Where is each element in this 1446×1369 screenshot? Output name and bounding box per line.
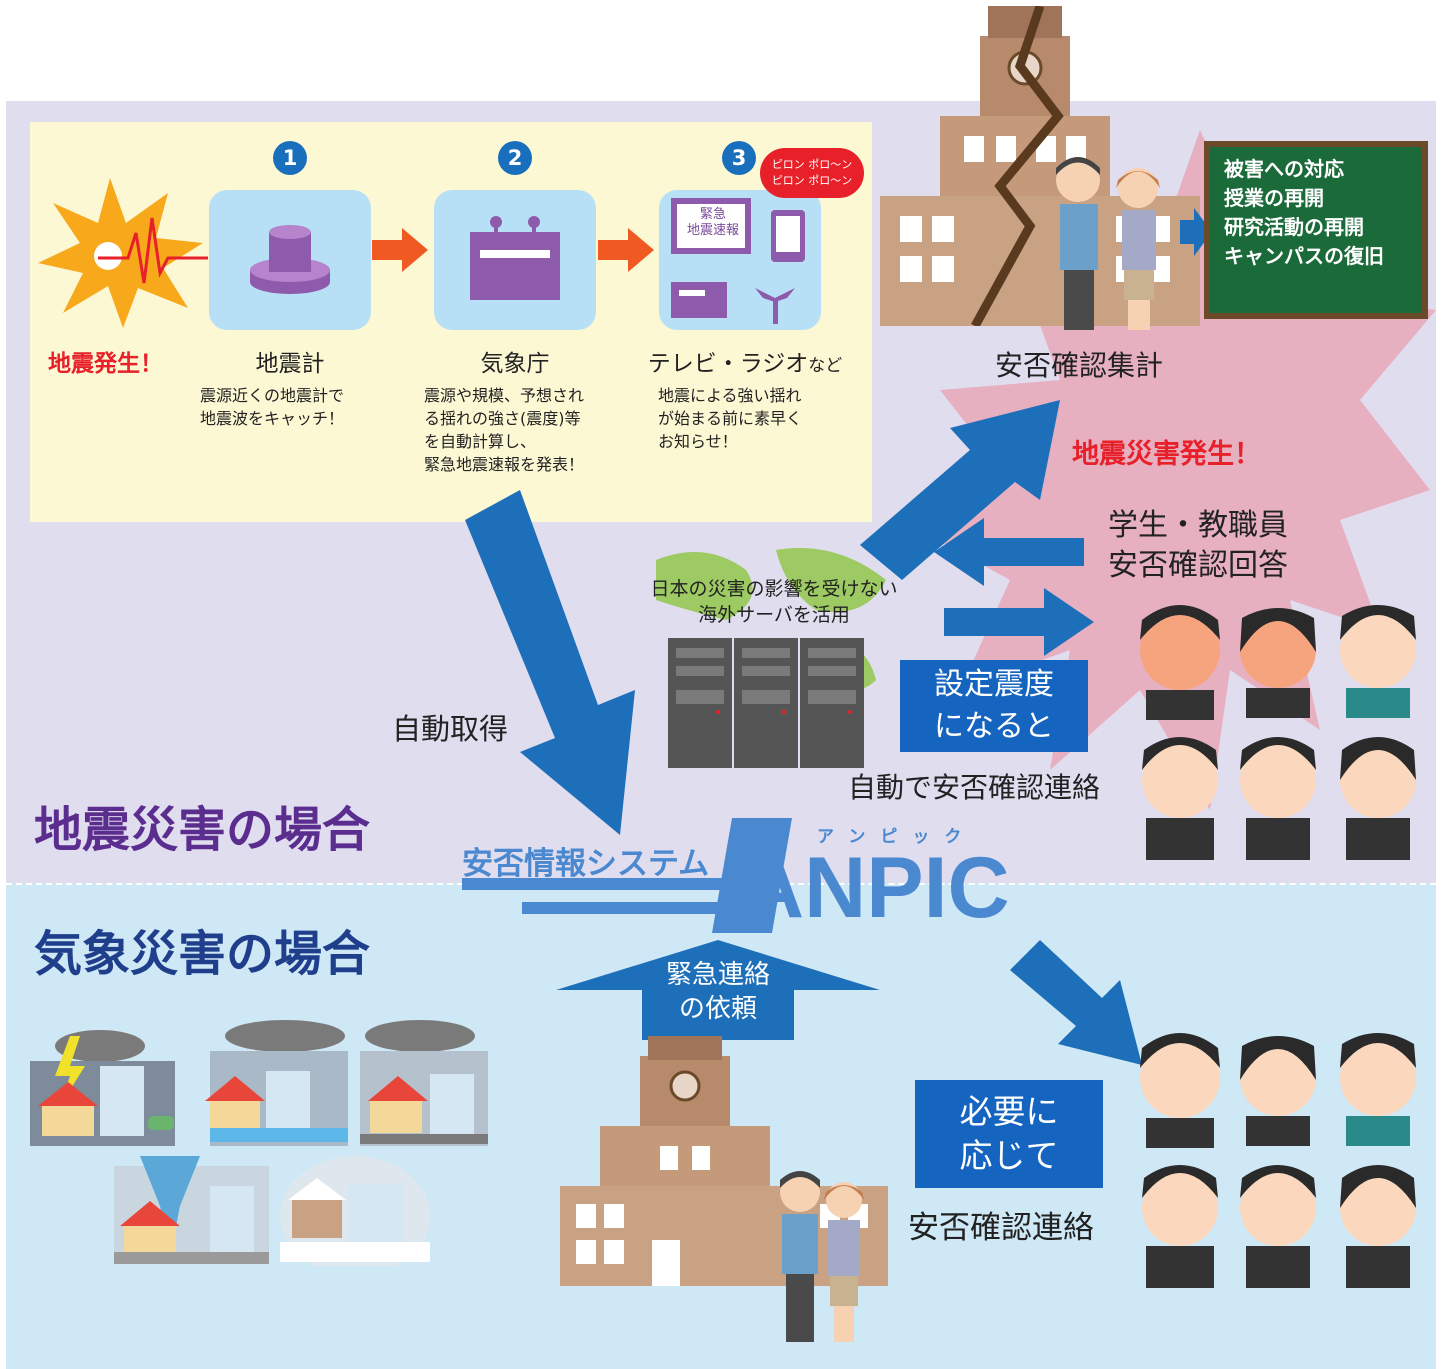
board-item: 被害への対応	[1224, 157, 1344, 181]
weather-disaster-icons	[30, 1020, 488, 1266]
desc-line: お知らせ！	[658, 432, 738, 451]
overseas-line: 日本の災害の影響を受けない	[650, 578, 898, 600]
as-needed-line: 必要に	[959, 1092, 1059, 1131]
rain-scene-icon	[205, 1020, 348, 1146]
disaster-occurred-label: 地震災害発生！	[1072, 439, 1261, 470]
step-1-number: 1	[273, 141, 307, 175]
step-2-number: 2	[498, 141, 532, 175]
arrow-right-icon	[1180, 208, 1212, 256]
contact-arrow-icon	[1010, 940, 1142, 1065]
reply-line: 学生・教職員	[1108, 508, 1288, 543]
logo-kana: アンピック	[817, 827, 977, 847]
seismometer-box	[209, 190, 371, 330]
auto-get-label: 自動取得	[392, 712, 509, 746]
desc-line: 地震波をキャッチ！	[200, 409, 345, 428]
tornado-scene-icon	[114, 1156, 269, 1264]
step-3-title: テレビ・ラジオなど	[640, 344, 850, 378]
overseas-label: 日本の災害の影響を受けない 海外サーバを活用	[620, 576, 928, 628]
request-line: の依頼	[678, 994, 757, 1024]
tv-screen-text: 緊急 地震速報	[683, 207, 743, 239]
board-item: キャンパスの復旧	[1224, 244, 1384, 268]
aggregate-label: 安否確認集計	[995, 349, 1164, 382]
setting-line: 設定震度	[934, 667, 1054, 702]
auto-get-arrow-icon	[465, 490, 635, 835]
step-3-number: 3	[722, 141, 756, 175]
desc-line: 震源や規模、予想され	[424, 386, 585, 405]
step-3-title-main: テレビ・ラジオ	[647, 351, 809, 377]
recovery-board: 被害への対応 授業の再開 研究活動の再開 キャンパスの復旧	[1204, 141, 1428, 319]
reply-label: 学生・教職員 安否確認回答	[1108, 506, 1288, 586]
desc-line: を自動計算し、	[424, 432, 537, 451]
students-group-bottom	[1128, 1018, 1428, 1288]
speech-line: ピロン ポロ〜ン	[771, 158, 853, 171]
seismometer-icon	[250, 225, 330, 294]
desc-line: が始まる前に素早く	[658, 409, 803, 428]
staff-couple-icon	[780, 1171, 864, 1342]
board-item: 研究活動の再開	[1224, 215, 1364, 239]
desc-line: る揺れの強さ(震度)等	[424, 409, 581, 428]
media-icons	[671, 198, 805, 324]
as-needed-label: 必要に 応じて	[915, 1080, 1103, 1188]
request-arrow-icon	[556, 940, 880, 1040]
step-2-title: 気象庁	[480, 351, 550, 377]
logo-name: ANPIC	[742, 840, 1010, 936]
tv-screen-line: 地震速報	[686, 223, 739, 238]
as-needed-line: 応じて	[959, 1136, 1059, 1175]
aggregate-arrow-icon	[860, 400, 1060, 580]
thunder-scene-icon	[30, 1030, 175, 1146]
step-3-title-suffix: など	[808, 356, 843, 376]
arrow-left-icon	[934, 518, 1084, 586]
anpic-logo-stripes	[462, 818, 792, 933]
contact-label: 安否確認連絡	[908, 1210, 1094, 1246]
arrow-right-icon	[598, 228, 654, 272]
antenna-icon	[755, 288, 795, 302]
school-building-icon	[560, 1036, 888, 1286]
arrow-right-icon	[944, 588, 1094, 656]
media-box	[659, 190, 821, 330]
setting-intensity-label: 設定震度 になると	[900, 660, 1088, 752]
step-1-desc: 震源近くの地震計で 地震波をキャッチ！	[200, 384, 344, 430]
students-group-top	[1128, 590, 1428, 860]
jma-box	[434, 190, 596, 330]
radio-icon	[671, 282, 727, 318]
desc-line: 地震による強い揺れ	[658, 386, 802, 405]
reply-line: 安否確認回答	[1108, 548, 1288, 583]
weather-case-title: 気象災害の場合	[34, 926, 371, 982]
desc-line: 震源近くの地震計で	[200, 386, 345, 405]
step-1-title: 地震計	[255, 351, 325, 377]
auto-contact-label: 自動で安否確認連絡	[848, 771, 1101, 804]
speech-line: ピロン ポロ〜ン	[771, 174, 853, 187]
staff-couple-icon	[1056, 157, 1160, 330]
student-faces-icon	[1140, 1033, 1416, 1288]
request-line: 緊急連絡	[665, 960, 770, 990]
desc-line: 緊急地震速報を発表！	[424, 455, 585, 474]
snow-scene-icon	[280, 1156, 430, 1266]
arrow-right-icon	[372, 228, 428, 272]
quake-burst-icon	[38, 178, 208, 328]
overseas-line: 海外サーバを活用	[698, 604, 850, 626]
student-faces-icon	[1140, 605, 1416, 860]
speech-bubble: ピロン ポロ〜ン ピロン ポロ〜ン	[760, 148, 864, 198]
tv-screen-line: 緊急	[699, 207, 726, 222]
server-rack-icon	[668, 638, 864, 768]
jma-building-icon	[470, 216, 560, 300]
board-item: 授業の再開	[1224, 186, 1324, 210]
logo-prefix: 安否情報システム	[462, 846, 710, 882]
anpic-logo: 安否情報システム ANPIC アンピック	[462, 818, 1010, 938]
step-2-desc: 震源や規模、予想され る揺れの強さ(震度)等 を自動計算し、 緊急地震速報を発表…	[424, 384, 584, 476]
setting-line: になると	[934, 709, 1054, 744]
request-label: 緊急連絡 の依頼	[640, 958, 796, 1026]
quake-occurred-label: 地震発生！	[48, 351, 163, 377]
storm-scene-icon	[360, 1020, 488, 1146]
step-3-desc: 地震による強い揺れ が始まる前に素早く お知らせ！	[658, 384, 802, 453]
earthquake-case-title: 地震災害の場合	[34, 802, 371, 858]
